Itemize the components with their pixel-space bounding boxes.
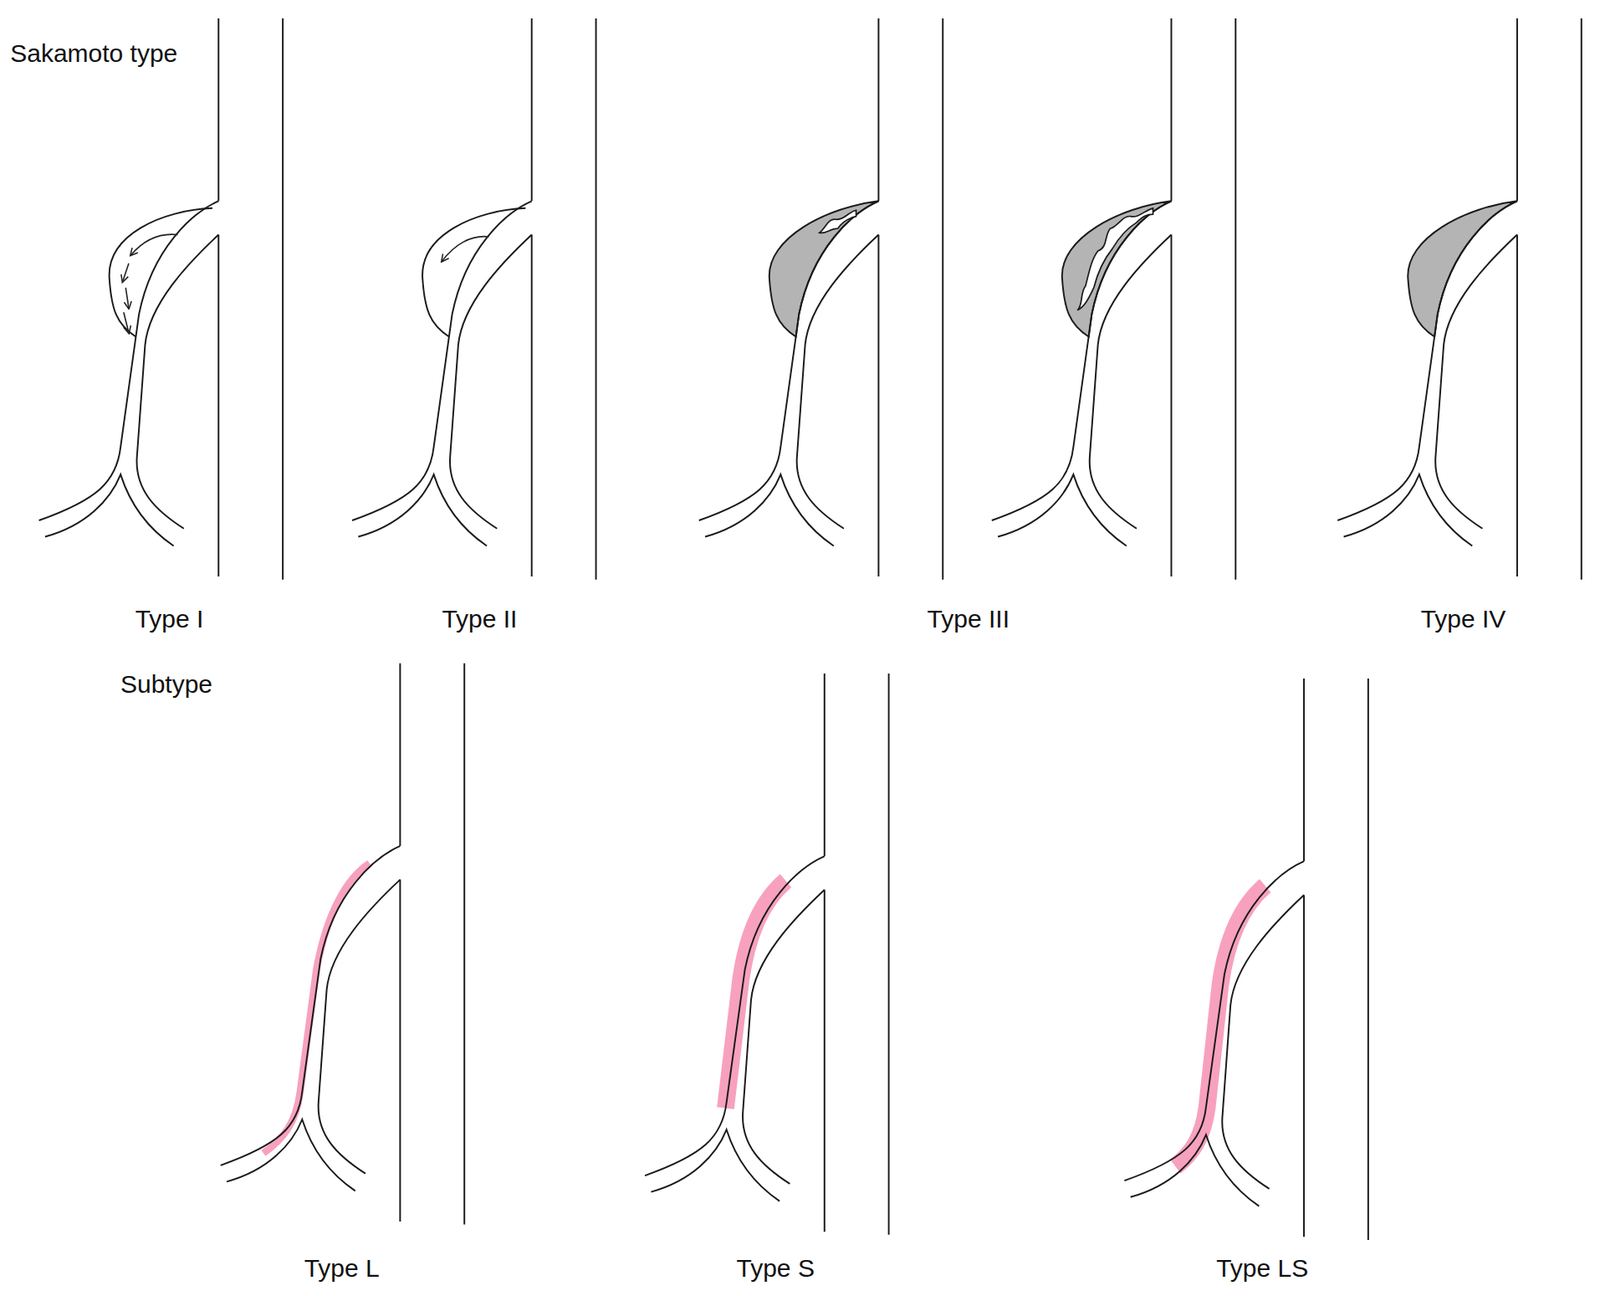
- type-label: Type I: [135, 604, 205, 634]
- row-heading: Subtype: [120, 669, 213, 700]
- type-label: Type LS: [1216, 1253, 1309, 1284]
- type-label: Type S: [736, 1253, 815, 1284]
- type-iii-figure-b: [991, 18, 1237, 580]
- row-heading: Sakamoto type: [10, 39, 178, 69]
- type-s-figure: [644, 673, 890, 1235]
- type-l-figure: [220, 663, 466, 1225]
- type-label: Type L: [304, 1253, 380, 1284]
- type-label: Type III: [927, 604, 1010, 634]
- type-i-figure: [39, 18, 284, 580]
- type-ii-figure: [352, 18, 597, 580]
- type-ls-figure: [1124, 678, 1369, 1240]
- type-label: Type II: [441, 604, 517, 634]
- type-iii-figure-a: [699, 18, 944, 580]
- type-label: Type IV: [1421, 604, 1507, 634]
- type-iv-figure: [1337, 18, 1582, 580]
